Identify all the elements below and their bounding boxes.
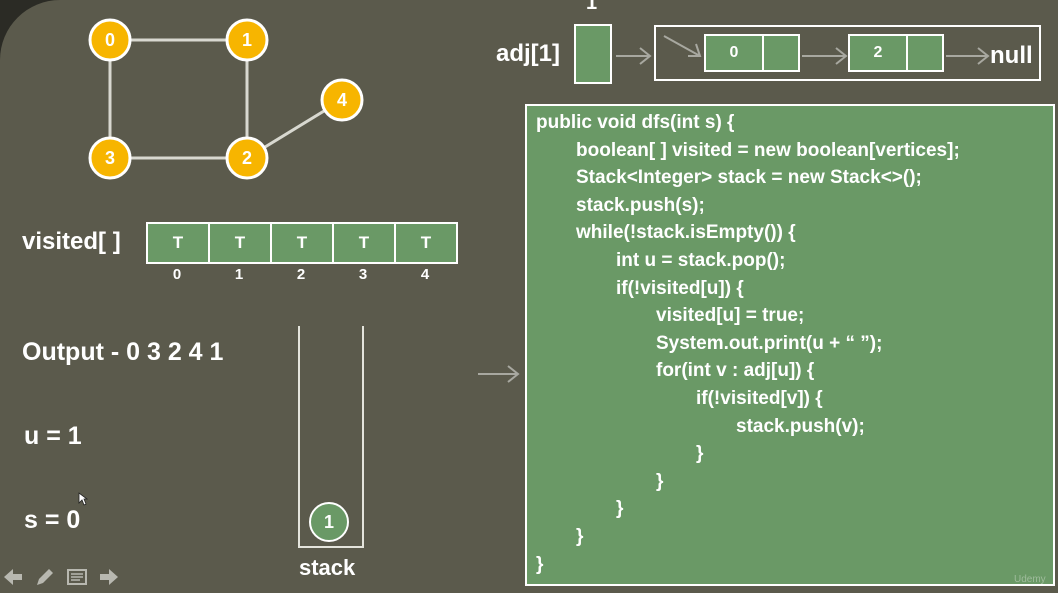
visited-cell-1: T xyxy=(210,224,272,262)
visited-index-4: 4 xyxy=(420,266,430,283)
stack-container xyxy=(298,326,364,548)
mouse-cursor-icon xyxy=(78,492,88,506)
graph-node-label: 1 xyxy=(242,30,252,50)
ll-node-0: 0 xyxy=(704,34,800,72)
ll-node-next xyxy=(908,36,942,70)
slide-toolbar xyxy=(2,564,126,590)
graph-node-label: 0 xyxy=(105,30,115,50)
visited-cell-3: T xyxy=(334,224,396,262)
ll-next-arrow-1 xyxy=(802,47,848,65)
graph-node-label: 4 xyxy=(337,90,347,110)
notes-icon[interactable] xyxy=(66,566,88,588)
adj-pointer-arrow xyxy=(616,47,652,65)
code-line: stack.push(v); xyxy=(736,415,865,437)
head-pointer-arrow xyxy=(663,35,702,57)
ll-node-1: 2 xyxy=(848,34,944,72)
graph-node-3: 3 xyxy=(88,136,132,180)
code-line: stack.push(s); xyxy=(576,194,705,216)
stack-item: 1 xyxy=(309,502,349,542)
code-line: int u = stack.pop(); xyxy=(616,250,786,271)
adj-index-label: 1 xyxy=(586,0,598,14)
adj-slot xyxy=(574,24,612,84)
arrow-right-icon[interactable] xyxy=(98,566,120,588)
code-line: } xyxy=(656,470,664,492)
graph-node-1: 1 xyxy=(225,18,269,62)
pencil-icon[interactable] xyxy=(34,566,56,588)
var-u: u = 1 xyxy=(24,422,82,450)
adj-list-frame xyxy=(654,25,1041,81)
stack-label: stack xyxy=(299,555,356,580)
graph-node-label: 3 xyxy=(105,148,115,168)
code-line: } xyxy=(616,498,624,520)
graph-node-label: 2 xyxy=(242,148,252,168)
visited-index-3: 3 xyxy=(358,266,368,283)
code-line: if(!visited[v]) { xyxy=(696,388,823,409)
code-line: public void dfs(int s) { xyxy=(536,112,735,133)
var-s: s = 0 xyxy=(24,506,81,534)
code-line: boolean[ ] visited = new boolean[vertice… xyxy=(576,139,960,161)
visited-index-1: 1 xyxy=(234,266,244,283)
output-text: Output - 0 3 2 4 1 xyxy=(22,338,224,366)
ll-null-label: null xyxy=(990,42,1033,69)
adj-label: adj[1] xyxy=(496,40,561,67)
code-line: if(!visited[u]) { xyxy=(616,277,744,299)
code-line: } xyxy=(576,526,584,547)
code-line: } xyxy=(696,443,704,465)
visited-index-2: 2 xyxy=(296,266,306,283)
visited-indices: 0 1 2 3 4 xyxy=(146,266,456,283)
arrow-left-icon[interactable] xyxy=(2,566,24,588)
code-line: visited[u] = true; xyxy=(656,305,805,327)
code-panel: public void dfs(int s) { boolean[ ] visit… xyxy=(525,104,1055,586)
visited-index-0: 0 xyxy=(172,266,182,283)
code-pointer-arrow xyxy=(478,365,520,383)
code-line: while(!stack.isEmpty()) { xyxy=(576,222,796,244)
ll-node-next xyxy=(764,36,798,70)
graph-node-0: 0 xyxy=(88,18,132,62)
ll-next-arrow-2 xyxy=(946,47,990,65)
visited-cell-0: T xyxy=(148,224,210,262)
watermark: Udemy xyxy=(1014,574,1046,585)
graph-node-2: 2 xyxy=(225,136,269,180)
ll-node-value: 0 xyxy=(706,36,764,70)
visited-cell-2: T xyxy=(272,224,334,262)
visited-array: T T T T T xyxy=(146,222,458,264)
visited-label: visited[ ] xyxy=(22,228,121,255)
ll-node-value: 2 xyxy=(850,36,908,70)
visited-cell-4: T xyxy=(396,224,456,262)
code-line: } xyxy=(536,553,544,575)
graph-node-4: 4 xyxy=(320,78,364,122)
code-line: Stack<Integer> stack = new Stack<>(); xyxy=(576,167,922,189)
code-line: System.out.print(u + “ ”); xyxy=(656,332,883,354)
code-line: for(int v : adj[u]) { xyxy=(656,360,815,382)
